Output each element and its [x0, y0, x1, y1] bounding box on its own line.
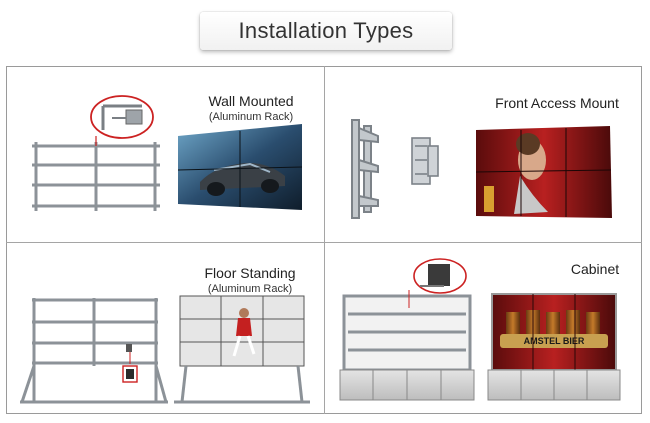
cabinet-rack [339, 294, 475, 401]
floor-detail-callout [122, 344, 138, 383]
wall-callout [90, 95, 154, 146]
floor-standing-title: Floor Standing [204, 265, 296, 281]
front-access-label: Front Access Mount [482, 95, 632, 111]
wall-rack [32, 142, 160, 211]
page-title: Installation Types [200, 12, 452, 50]
vertical-divider [324, 66, 325, 414]
wall-mounted-label: Wall Mounted (Aluminum Rack) [196, 93, 306, 125]
front-video-wall [475, 126, 612, 218]
floor-rack [20, 298, 168, 404]
front-mount-bracket-small [411, 137, 439, 185]
cabinet-screen-text: AMSTEL BIER [524, 336, 585, 346]
front-access-title: Front Access Mount [495, 95, 619, 111]
floor-standing-subtitle: (Aluminum Rack) [207, 283, 293, 295]
floor-standing-label: Floor Standing (Aluminum Rack) [190, 265, 310, 297]
wall-video-wall [177, 124, 303, 210]
cabinet-title: Cabinet [570, 261, 620, 277]
cabinet-label: Cabinet [560, 261, 630, 277]
wall-mounted-title: Wall Mounted [208, 93, 294, 109]
horizontal-divider [6, 242, 642, 243]
cabinet-callout [408, 258, 467, 308]
floor-video-wall [174, 295, 310, 404]
cabinet-video-wall: AMSTEL BIER [487, 293, 621, 401]
front-mount-bracket-large [351, 119, 379, 219]
wall-mounted-subtitle: (Aluminum Rack) [208, 111, 294, 123]
